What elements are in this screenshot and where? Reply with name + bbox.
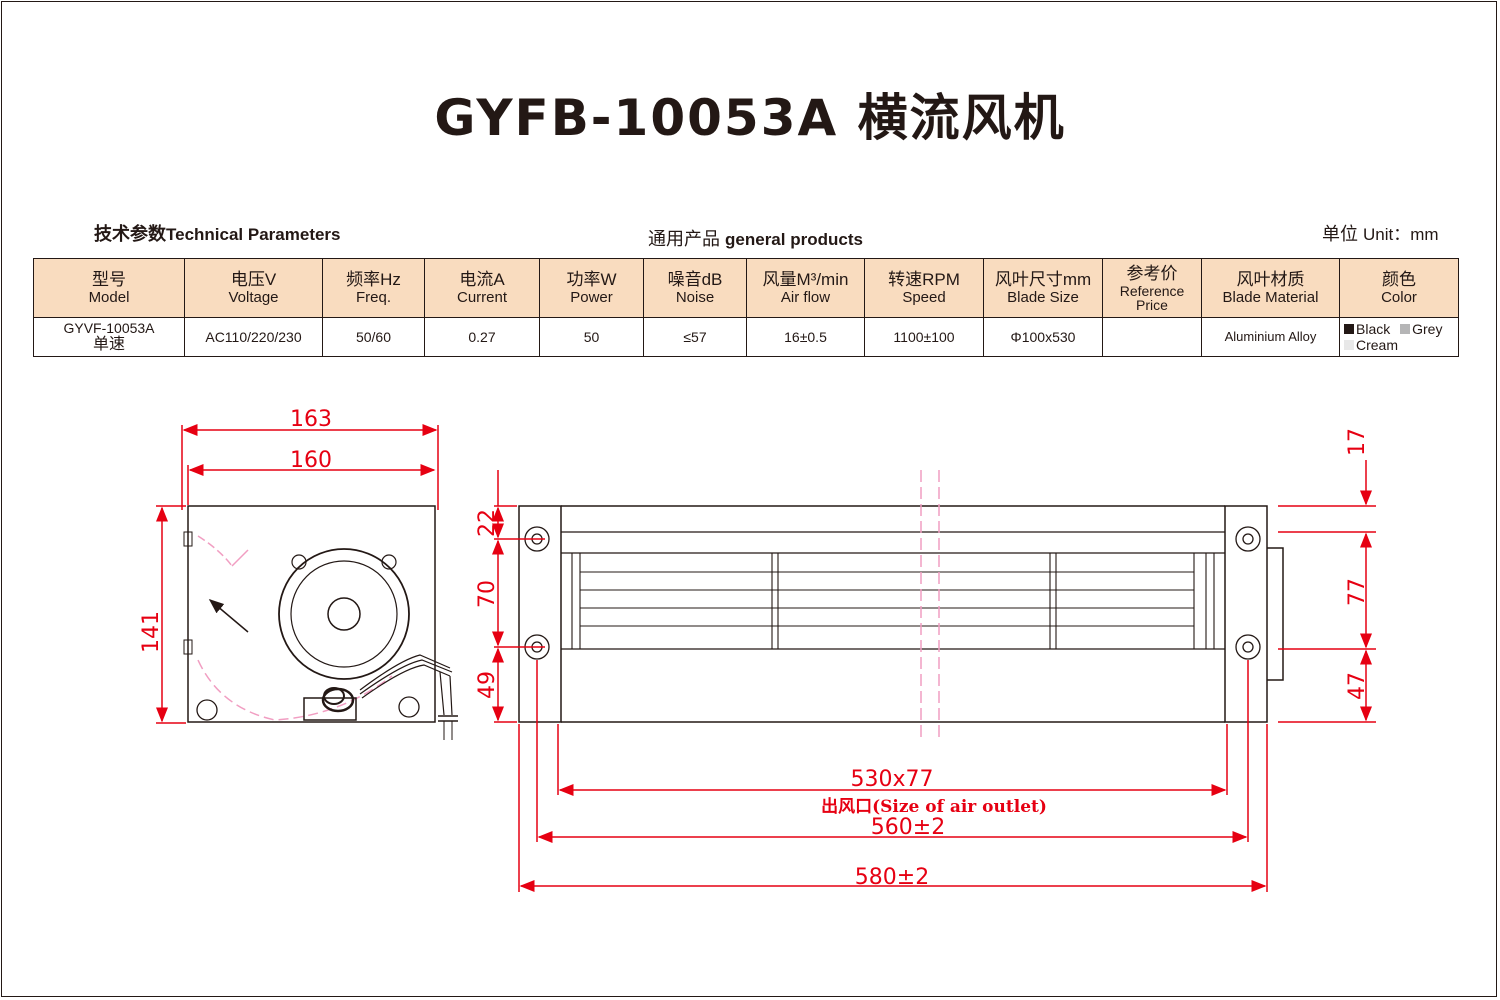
cell-speed: 1100±100 [864,317,984,357]
section-tech-en: Technical Parameters [166,225,341,244]
impeller-blades [571,553,1215,649]
wiring-icon [303,654,458,740]
motor-housing [1267,547,1284,681]
clip-icon [183,639,193,655]
dim-70: 70 [475,580,500,608]
cell-blade-size: Φ100x530 [983,317,1103,357]
dim-17: 17 [1345,428,1370,456]
color-swatch-cream [1344,340,1354,350]
cell-noise: ≤57 [643,317,747,357]
color-swatch-black [1344,323,1354,334]
dim-22: 22 [475,509,500,537]
cell-color: Black Grey Cream [1339,317,1459,357]
color-grey-label: Grey [1412,320,1443,337]
dim-530x77: 530x77 [850,767,933,792]
cell-power: 50 [539,317,644,357]
dim-141: 141 [139,611,164,653]
hidden-line [197,659,393,721]
section-tech-cn: 技术参数 [94,224,166,244]
left-end-plate [518,505,562,723]
unit-cn: 单位 [1322,224,1358,244]
hidden-line [231,549,249,567]
dim-49: 49 [475,671,500,699]
section-technical-parameters: 技术参数Technical Parameters [94,220,341,246]
color-cream-label: Cream [1356,337,1399,353]
color-black-label: Black [1356,320,1391,337]
dim-160: 160 [290,448,332,473]
clip-icon [183,531,193,547]
section-general-en: general products [725,230,863,249]
unit-label: 单位 Unit：mm [1322,220,1439,246]
dim-580: 580±2 [855,865,929,890]
front-view: 22 70 49 17 77 47 530x77 出风口(Size of air… [475,428,1376,892]
mount-hole-icon [398,696,420,718]
right-end-plate [1224,505,1268,723]
unit-en: Unit：mm [1363,225,1439,244]
cell-freq: 50/60 [322,317,425,357]
dim-560: 560±2 [871,815,945,840]
cell-current: 0.27 [424,317,540,357]
motor-icon [278,548,410,680]
hidden-line [197,535,233,567]
cell-material: Aluminium Alloy [1201,317,1340,357]
page-title: GYFB-10053A 横流风机 [434,89,1066,147]
cell-voltage: AC110/220/230 [184,317,323,357]
mount-hole-icon [196,699,218,721]
section-general-products: 通用产品 general products [648,225,863,251]
dim-163: 163 [290,407,332,432]
air-outlet-label: 出风口(Size of air outlet) [821,796,1047,817]
cell-airflow: 16±0.5 [746,317,865,357]
side-view-outline [187,505,436,723]
dim-47: 47 [1345,672,1370,700]
mount-hole-icon [1235,526,1261,552]
section-general-cn: 通用产品 [648,229,720,249]
airflow-arrow-icon [208,599,249,633]
cell-price [1102,317,1202,357]
dim-77: 77 [1345,578,1370,606]
color-swatch-grey [1400,323,1411,334]
side-view: 163 160 141 [139,407,458,740]
mount-hole-icon [1235,634,1261,660]
